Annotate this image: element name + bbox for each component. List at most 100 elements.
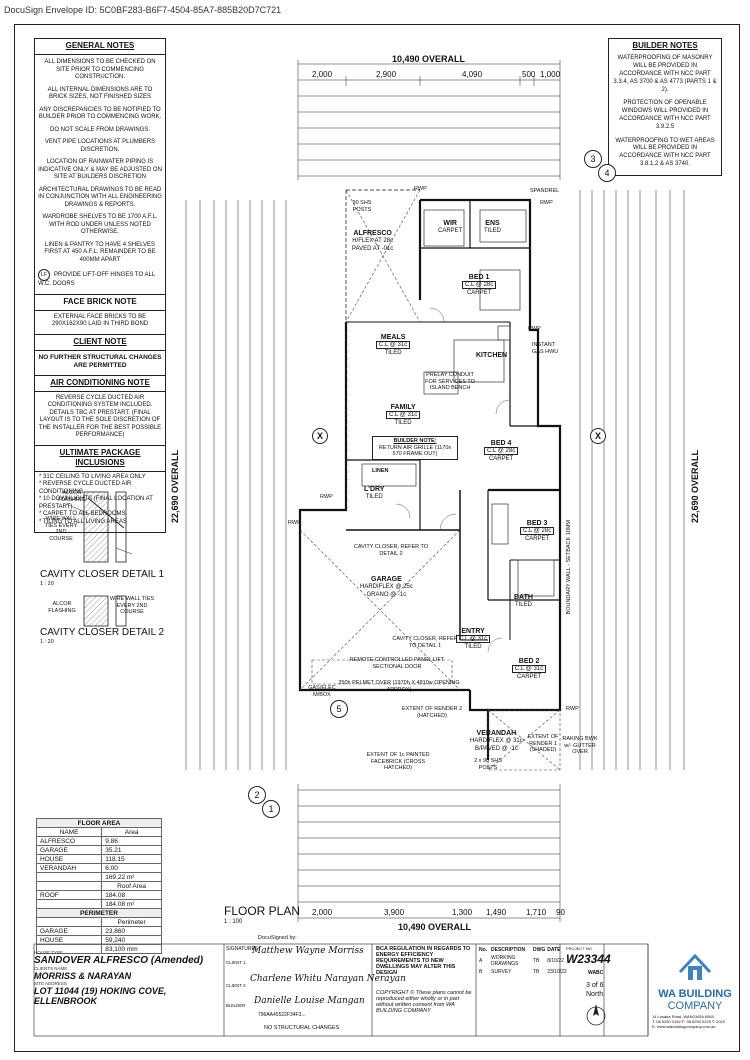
fa-cell: ROOF <box>35 890 103 900</box>
room-name: BED 4 <box>490 440 512 447</box>
cavity-closer-1-title: CAVITY CLOSER DETAIL 1 <box>40 569 165 580</box>
rev-cell: 23/10/22 <box>547 969 567 975</box>
overall-width-bottom: 10,490 OVERALL <box>398 922 472 932</box>
general-notes-title: GENERAL NOTES <box>35 39 165 55</box>
house-type-label: HOUSE TYPE <box>34 950 63 955</box>
section-mark-3: 3 <box>584 150 602 168</box>
room-name: BED 3 <box>526 520 548 527</box>
rwp-note: RWP <box>540 200 553 206</box>
rev-cell: TB <box>533 969 540 975</box>
room-kitchen: KITCHEN <box>476 352 507 360</box>
bottom-dim: 1,710 <box>526 908 547 917</box>
facebrick-note: EXTENT OF 1c PAINTED FACEBRICK (CROSS HA… <box>366 752 430 772</box>
room-floor: GRANO @ -1c <box>366 591 407 598</box>
room-spec: H/FLEX AT 28c <box>352 238 394 245</box>
spandrel-note: SPANDREL <box>530 188 560 194</box>
room-spec: C.L @ 31c <box>376 341 411 350</box>
fa-cell: 35.21 <box>101 845 162 855</box>
rev-head: No. <box>479 947 488 953</box>
room-name: ENTRY <box>461 628 485 635</box>
fa-cell: 184.08 <box>101 890 162 900</box>
company-logo-icon <box>678 953 712 980</box>
room-linen: LINEN <box>372 468 389 475</box>
room-floor: TILED <box>514 602 532 609</box>
wire-ties-label-2: WIRE WALL TIES EVERY 2ND COURSE <box>109 596 155 616</box>
room-floor: TILED <box>484 228 502 235</box>
room-spec: C.L @ 31c <box>512 665 547 674</box>
posts-note: 2 x 90 SHS POSTS <box>474 758 502 771</box>
cavity-closer-2-drawing <box>83 595 127 627</box>
rev-cell: B <box>479 969 483 975</box>
fa-cell: 118.15 <box>101 854 162 864</box>
general-note: ARCHITECTURAL DRAWINGS TO BE READ IN CON… <box>38 186 162 208</box>
general-note: DO NOT SCALE FROM DRAWINGS. <box>49 126 150 133</box>
fa-cell: 9.86 <box>101 836 162 846</box>
roof-total: 184.08 m² <box>101 899 162 909</box>
page-number: 3 of 6 <box>586 982 604 989</box>
client2-label: CLIENT 2 <box>226 983 246 988</box>
room-wir: WIR CARPET <box>438 220 462 236</box>
room-name: GARAGE <box>371 576 402 583</box>
rwp-note: RWP <box>528 326 541 332</box>
rev-head: DATE <box>547 947 561 953</box>
ac-note-text: REVERSE CYCLE DUCTED AIR CONDITIONING SY… <box>38 394 162 439</box>
general-note: LINEN & PANTRY TO HAVE 4 SHELVES FIRST A… <box>44 241 156 263</box>
builder-note: PROTECTION OF OPENABLE WINDOWS WILL PROV… <box>619 100 711 130</box>
client1-label: CLIENT 1 <box>226 960 246 965</box>
rwp-note: RWP <box>288 520 301 526</box>
general-note: ALL INTERNAL DIMENSIONS ARE TO BRICK SIZ… <box>47 86 153 101</box>
rwp-note: RWP <box>414 186 427 192</box>
builder-notes-title: BUILDER NOTES <box>632 41 698 50</box>
bottom-dim: 90 <box>556 908 565 917</box>
site-address-line1: LOT 11044 (19) HOKING COVE, <box>34 986 167 996</box>
fa-total: 169.22 m² <box>101 872 162 882</box>
room-spec: C.L @ 28c <box>484 447 519 456</box>
prelay-note: PRELAY CONDUIT FOR SERVICES TO ISLAND BE… <box>425 372 475 392</box>
rwp-note: RWP <box>566 706 579 712</box>
builder-note: WATERPROOFING TO WET AREAS WILL BE PROVI… <box>615 137 715 167</box>
perimeter-head: Perimeter <box>101 917 162 927</box>
alcor-flashing-label-2: ALCOR FLASHING <box>48 601 76 614</box>
ultimate-item: * TILING TO ALL LIVING AREAS <box>39 518 127 525</box>
house-type: SANDOVER ALFRESCO (Amended) <box>34 955 204 966</box>
room-bed2: BED 2 C.L @ 31c CARPET <box>512 658 547 681</box>
fa-cell: HOUSE <box>35 854 103 864</box>
room-family: FAMILY C.L @ 31c TILED <box>386 404 421 427</box>
company-name-2: COMPANY <box>667 1000 723 1012</box>
drawing-sheet-border <box>14 24 740 1052</box>
company-logo-block: WA BUILDING COMPANY 14 Lusaka Road, WANG… <box>652 944 738 1036</box>
client-label: CLIENTS NAME <box>34 966 68 971</box>
client-name: MORRISS & NARAYAN <box>34 971 132 981</box>
room-name: LINEN <box>372 468 389 474</box>
rwp-note: RWP <box>320 494 333 500</box>
room-floor: B/PAVED @ -1c <box>474 745 518 752</box>
room-name: BED 2 <box>518 658 540 665</box>
cavity-closer-1-scale: 1 : 20 <box>40 581 54 587</box>
rev-cell: SURVEY <box>491 969 512 975</box>
room-spec: C.L @ 28c <box>462 281 497 290</box>
shs-posts-note: 90 SHS POSTS <box>352 200 372 213</box>
room-floor: CARPET <box>524 535 550 542</box>
room-floor: CARPET <box>466 289 492 296</box>
client2-signature: Charlene Whitu Narayan Nerayan <box>250 974 406 984</box>
gas-meter-note: GAS/ELEC M/BOX <box>308 685 336 698</box>
elevation-x-mark-right: X <box>590 428 606 444</box>
company-phone: T: 08 6250 0152 F: 08 6250 0225 © 2023 <box>652 1019 726 1025</box>
client-note-title: CLIENT NOTE <box>35 333 165 351</box>
overall-length-right: 22,690 OVERALL <box>690 450 700 524</box>
room-bed3: BED 3 C.L @ 28c CARPET <box>520 520 555 543</box>
builder-note-text: RETURN AIR GRILLE (1170x 570 FRAME OUT) <box>378 444 452 458</box>
room-spec: C.L @ 31c <box>456 635 491 644</box>
rev-cell: TB <box>533 958 540 964</box>
cavity-closer-1-note: CAVITY CLOSER, REFER TO DETAIL 1 <box>392 636 458 649</box>
fa-head-name: NAME <box>35 827 103 837</box>
ac-note-title: AIR CONDITIONING NOTE <box>35 374 165 392</box>
section-mark-4: 4 <box>598 164 616 182</box>
north-label: North <box>586 991 604 998</box>
room-entry: ENTRY C.L @ 31c TILED <box>456 628 491 651</box>
signature-code: 796AA45522F34F3... <box>258 1012 306 1018</box>
bottom-dim: 2,000 <box>312 908 333 917</box>
room-name: ENS <box>485 220 500 227</box>
